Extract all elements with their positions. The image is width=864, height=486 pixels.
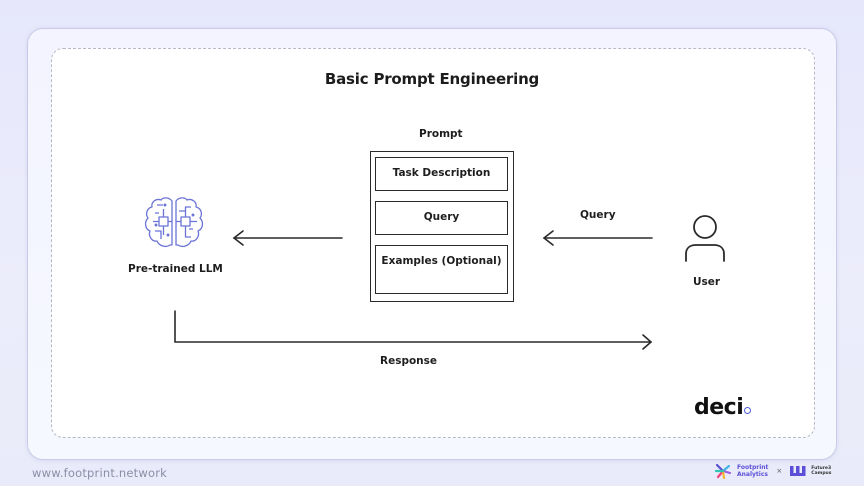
prompt-section-examples: Examples (Optional)	[375, 245, 508, 294]
slide-title: Basic Prompt Engineering	[324, 70, 540, 88]
arrow-prompt-to-llm	[232, 230, 343, 246]
future3-campus-wordmark: Future3 Campus	[811, 466, 831, 476]
deci-logo-text: deci	[694, 395, 744, 420]
footprint-analytics-logo-icon	[714, 463, 732, 479]
deci-logo-dot	[744, 407, 752, 414]
future3-campus-logo-icon	[790, 466, 806, 476]
prompt-section-query: Query	[375, 201, 508, 235]
slide-canvas	[51, 48, 815, 438]
user-label: User	[693, 276, 721, 288]
footprint-wordmark-line2: Analytics	[737, 471, 768, 478]
query-edge-label: Query	[580, 209, 616, 221]
future3-wordmark-line1: Future3	[811, 466, 832, 471]
partner-separator: ×	[776, 467, 783, 475]
response-edge-label: Response	[380, 355, 438, 367]
arrow-user-to-prompt	[542, 230, 653, 246]
user-icon	[685, 215, 725, 262]
deci-logo: deci	[694, 395, 752, 420]
footprint-wordmark-line1: Footprint	[737, 464, 769, 471]
arrow-response	[174, 310, 653, 350]
footer-url[interactable]: www.footprint.network	[32, 466, 168, 480]
llm-label: Pre-trained LLM	[128, 263, 223, 275]
prompt-heading: Prompt	[419, 128, 463, 140]
prompt-section-task-description: Task Description	[375, 157, 508, 191]
footer-partner-logos: Footprint Analytics × Future3 Campus	[714, 463, 831, 479]
future3-wordmark-line2: Campus	[811, 471, 832, 476]
brain-chip-icon	[144, 197, 204, 248]
footprint-analytics-wordmark: Footprint Analytics	[737, 464, 768, 478]
prompt-box: Task Description Query Examples (Optiona…	[370, 151, 514, 302]
